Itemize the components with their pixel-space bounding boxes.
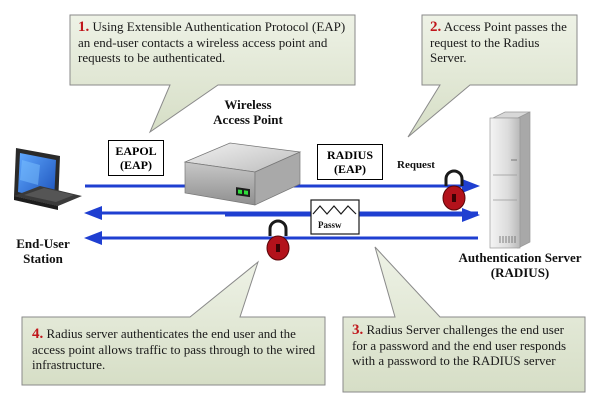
callout-3-shape — [342, 246, 586, 393]
callout-2: 2. Access Point passes the request to th… — [430, 19, 575, 65]
password-packet-icon — [310, 199, 360, 235]
callout-1: 1. Using Extensible Authentication Proto… — [78, 19, 350, 65]
server-icon — [489, 111, 531, 249]
eapol-box: EAPOL (EAP) — [108, 140, 164, 176]
radius-eap-box: RADIUS (EAP) — [317, 144, 383, 180]
callout-4-number: 4. — [32, 326, 44, 342]
request-label: Request — [397, 159, 435, 171]
callout-3: 3. Radius Server challenges the end user… — [352, 322, 580, 368]
arrow-accept — [84, 231, 478, 245]
password-label: Passw — [318, 220, 342, 230]
callout-1-shape — [69, 14, 356, 134]
callout-1-text: Using Extensible Authentication Protocol… — [78, 19, 346, 65]
laptop-icon — [14, 148, 82, 210]
callout-2-shape — [407, 14, 578, 138]
callout-3-number: 3. — [352, 322, 364, 338]
callout-4-text: Radius server authenticates the end user… — [32, 326, 316, 372]
end-user-station-label: End-User Station — [16, 236, 70, 266]
callout-1-number: 1. — [78, 19, 90, 35]
callout-3-text: Radius Server challenges the end user fo… — [352, 322, 567, 368]
callout-2-text: Access Point passes the request to the R… — [430, 19, 567, 65]
arrow-challenge — [84, 206, 478, 220]
callout-4: 4. Radius server authenticates the end u… — [32, 326, 322, 372]
lock-icon-request — [442, 169, 466, 211]
callout-2-number: 2. — [430, 19, 442, 35]
wireless-access-point-label: Wireless Access Point — [213, 97, 283, 127]
access-point-icon — [183, 142, 302, 206]
lock-icon-accept — [266, 219, 290, 261]
auth-server-label: Authentication Server (RADIUS) — [458, 250, 582, 280]
callout-4-shape — [21, 260, 326, 386]
